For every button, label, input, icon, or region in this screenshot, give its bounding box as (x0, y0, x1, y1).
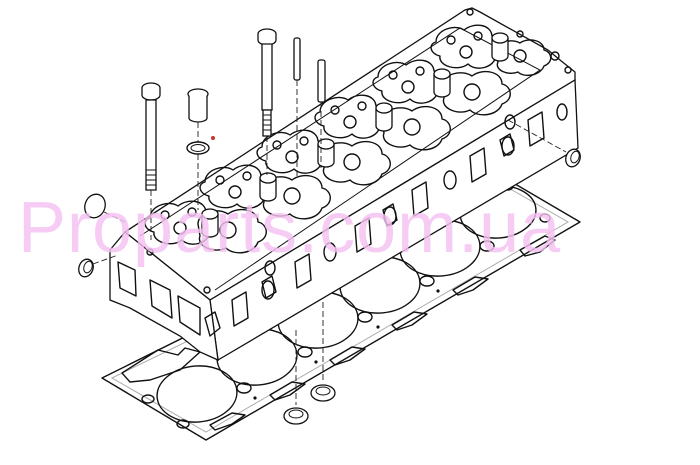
pad-holes (160, 31, 527, 239)
seal-ring-1 (283, 330, 309, 425)
plug-left-lower (78, 254, 119, 278)
cylinder-head (109, 7, 579, 362)
plug-left-upper (84, 193, 126, 223)
marker-dot (211, 136, 215, 140)
dowel-pin-2 (317, 59, 326, 168)
head-bolt-short (141, 82, 161, 240)
dowel-pin-1 (293, 37, 301, 178)
head-bolt-long (257, 28, 277, 175)
plug-right (507, 119, 581, 168)
injector-sleeve (187, 88, 209, 142)
seal-ring-2 (310, 302, 336, 402)
o-ring (186, 141, 210, 210)
injector-bosses (201, 32, 509, 238)
